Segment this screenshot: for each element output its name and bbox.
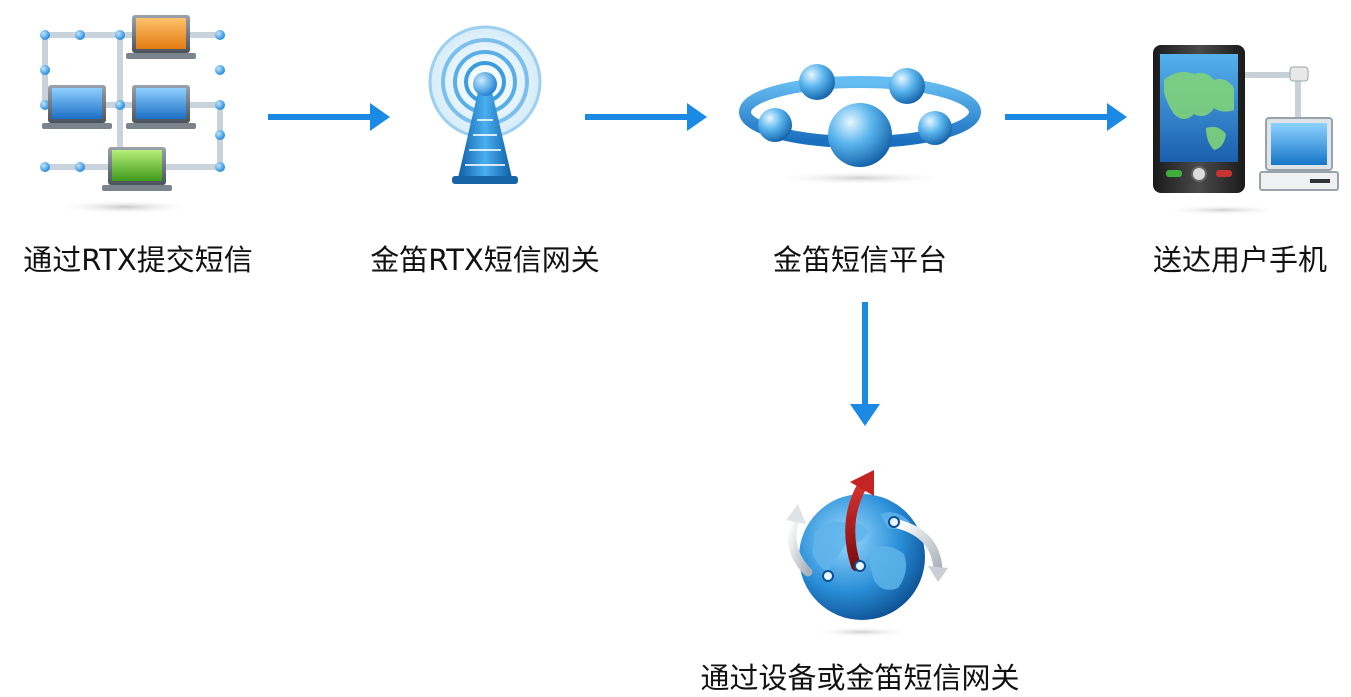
networked-computers-icon <box>40 15 225 214</box>
orbit-network-icon <box>739 64 981 185</box>
flow-arrow-right <box>585 103 707 131</box>
flow-arrow-right <box>268 103 390 131</box>
node-label-user-phone: 送达用户手机 <box>1152 243 1327 277</box>
flow-arrow-right <box>1005 103 1127 131</box>
node-label-rtx-submit: 通过RTX提交短信 <box>23 243 253 277</box>
globe-network-icon <box>786 470 948 637</box>
phone-and-monitor-icon <box>1153 45 1339 215</box>
node-label-sms-platform: 金笛短信平台 <box>772 243 947 277</box>
signal-tower-icon <box>428 25 542 184</box>
node-label-rtx-gateway: 金笛RTX短信网关 <box>370 243 600 277</box>
node-label-device-gateway: 通过设备或金笛短信网关 <box>700 661 1020 695</box>
flow-arrow-down <box>850 302 880 426</box>
